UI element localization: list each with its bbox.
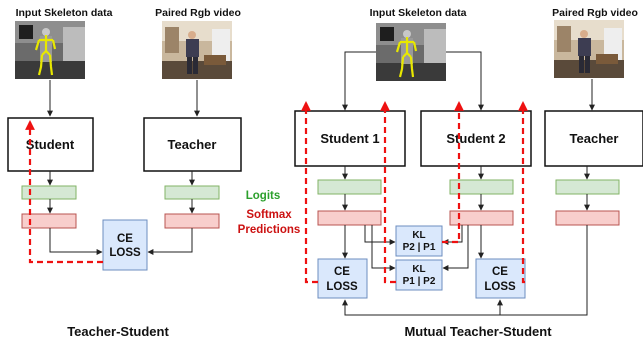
student1-kl-gradient-arrow (380, 101, 396, 284)
student2-ce-gradient-arrow (518, 101, 528, 284)
teacher-logits-block (164, 185, 220, 200)
kl-p2-p1-label: P2 | P1 (403, 242, 436, 253)
kl-p2-p1-title: KL (412, 230, 425, 241)
legend-logits: Logits (246, 190, 281, 202)
legend-softmax: Softmax (246, 209, 292, 221)
left-rgb-image (162, 21, 232, 79)
student-box (7, 117, 94, 172)
right-teacher-softmax-block (555, 210, 620, 226)
student2-ce-loss-box (475, 258, 526, 299)
kl-p2-p1-box (395, 225, 443, 257)
student1-logits-block (317, 179, 382, 195)
left-rgb-header: Paired Rgb video (155, 7, 241, 19)
teacher-label: Teacher (168, 137, 217, 152)
teacher-box (143, 117, 242, 172)
kl-p1-p2-box (395, 259, 443, 291)
legend-predictions: Predictions (238, 224, 301, 236)
student2-kl-gradient-arrow (442, 101, 464, 244)
left-ce-label: CE (117, 233, 133, 245)
student1-loss-label: LOSS (326, 281, 358, 293)
student1-label: Student 1 (320, 131, 379, 146)
left-ce-loss-box (102, 219, 148, 271)
right-teacher-box (544, 110, 643, 167)
student2-label: Student 2 (446, 131, 505, 146)
right-skeleton-image (374, 21, 448, 83)
student-label: Student (26, 137, 75, 152)
right-teacher-logits-block (555, 179, 620, 195)
caption-teacher-student: Teacher-Student (67, 324, 169, 339)
right-rgb-header: Paired Rgb video (552, 7, 638, 19)
student1-softmax-block (317, 210, 382, 226)
student2-box (420, 110, 532, 167)
right-rgb-image (554, 20, 624, 78)
right-skeleton-header: Input Skeleton data (370, 7, 467, 19)
left-gradient-arrow (25, 120, 103, 264)
left-skeleton-image (13, 19, 87, 81)
student1-ce-gradient-arrow (301, 101, 318, 284)
student1-ce-loss-box (317, 258, 368, 299)
left-loss-label: LOSS (109, 247, 141, 259)
student2-loss-label: LOSS (484, 281, 516, 293)
kl-p1-p2-label: P1 | P2 (403, 276, 436, 287)
student1-box (294, 110, 406, 167)
right-teacher-label: Teacher (570, 131, 619, 146)
teacher-softmax-block (164, 213, 220, 229)
left-skeleton-header: Input Skeleton data (16, 7, 113, 19)
caption-mutual-teacher-student: Mutual Teacher-Student (404, 324, 552, 339)
student-logits-block (21, 185, 77, 200)
student2-ce-label: CE (492, 266, 508, 278)
student-softmax-block (21, 213, 77, 229)
kl-p1-p2-title: KL (412, 264, 425, 275)
student1-ce-label: CE (334, 266, 350, 278)
